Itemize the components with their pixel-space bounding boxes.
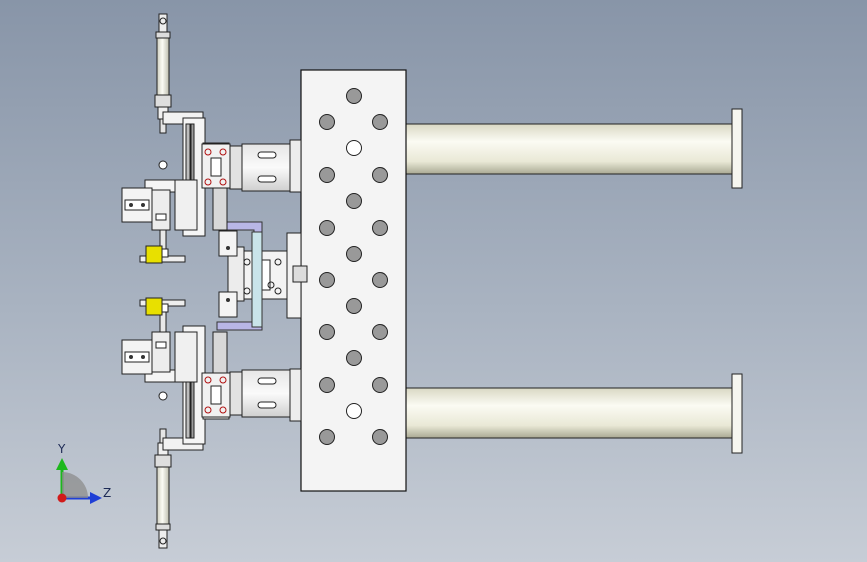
lower-clamp-frame bbox=[121, 299, 230, 451]
plate-hole bbox=[319, 324, 335, 340]
plate-hole bbox=[372, 220, 388, 236]
plate-hole bbox=[346, 88, 362, 104]
plate-hole bbox=[319, 167, 335, 183]
plate-hole bbox=[319, 272, 335, 288]
plate-hole bbox=[319, 429, 335, 445]
plate-hole bbox=[346, 350, 362, 366]
plate-hole bbox=[372, 324, 388, 340]
plate-hole bbox=[372, 167, 388, 183]
plate-hole bbox=[372, 377, 388, 393]
perforated-mounting-plate bbox=[300, 69, 407, 492]
plate-hole bbox=[372, 114, 388, 130]
plate-hole bbox=[372, 429, 388, 445]
y-axis-label: Y bbox=[57, 442, 66, 456]
upper-vertical-cylinder bbox=[154, 13, 172, 170]
plate-hole bbox=[346, 403, 362, 419]
plate-hole bbox=[319, 377, 335, 393]
plate-hole bbox=[346, 246, 362, 262]
lower-yellow-sensor bbox=[145, 297, 169, 316]
center-lilac-brackets bbox=[216, 221, 263, 331]
upper-rotary-motor bbox=[201, 139, 302, 193]
plate-hole bbox=[372, 272, 388, 288]
plate-hole bbox=[319, 114, 335, 130]
plate-holes bbox=[319, 88, 388, 445]
coordinate-triad: Y Z bbox=[56, 442, 111, 504]
plate-hole bbox=[346, 193, 362, 209]
plate-hole bbox=[346, 298, 362, 314]
lower-vertical-cylinder bbox=[154, 391, 172, 549]
z-axis-label: Z bbox=[103, 486, 111, 500]
plate-hole bbox=[319, 220, 335, 236]
plate-hole bbox=[346, 140, 362, 156]
lower-rotary-motor bbox=[201, 368, 302, 422]
x-axis-dot bbox=[57, 493, 67, 503]
lower-support-tube bbox=[405, 373, 743, 454]
center-gripper-body bbox=[227, 232, 308, 319]
upper-yellow-sensor bbox=[145, 245, 169, 264]
upper-support-tube bbox=[405, 108, 743, 189]
